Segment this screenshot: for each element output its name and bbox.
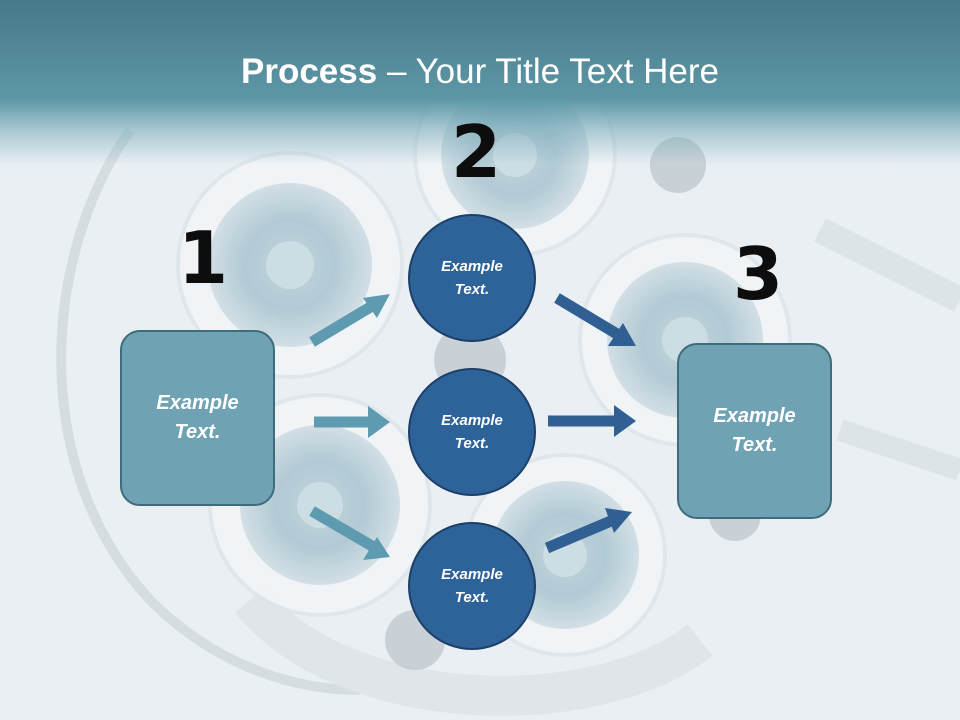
- step-number-1: 1: [178, 216, 229, 300]
- title-rest: – Your Title Text Here: [377, 52, 719, 91]
- left-box: Example Text.: [120, 330, 275, 506]
- right-box: Example Text.: [677, 343, 832, 519]
- arrow-left-to-middle: [314, 406, 390, 438]
- circle-bottom-text: Example Text.: [441, 566, 503, 606]
- arrow-bottom-to-right: [544, 508, 632, 554]
- circle-bottom: Example Text.: [408, 522, 536, 650]
- circle-top-text: Example Text.: [441, 258, 503, 298]
- circle-middle-text: Example Text.: [441, 412, 503, 452]
- arrow-top-to-right: [554, 293, 636, 346]
- arrow-middle-to-right: [548, 405, 636, 437]
- circle-top: Example Text.: [408, 214, 536, 342]
- right-box-text: Example Text.: [713, 405, 796, 456]
- arrow-left-to-bottom: [309, 506, 390, 560]
- page-title: Process – Your Title Text Here: [0, 52, 960, 92]
- title-bold: Process: [241, 52, 378, 91]
- step-number-2: 2: [451, 110, 502, 194]
- title-bar: [0, 0, 960, 165]
- left-box-text: Example Text.: [156, 392, 239, 443]
- step-number-3: 3: [733, 232, 784, 316]
- arrow-left-to-top: [309, 294, 390, 347]
- circle-middle: Example Text.: [408, 368, 536, 496]
